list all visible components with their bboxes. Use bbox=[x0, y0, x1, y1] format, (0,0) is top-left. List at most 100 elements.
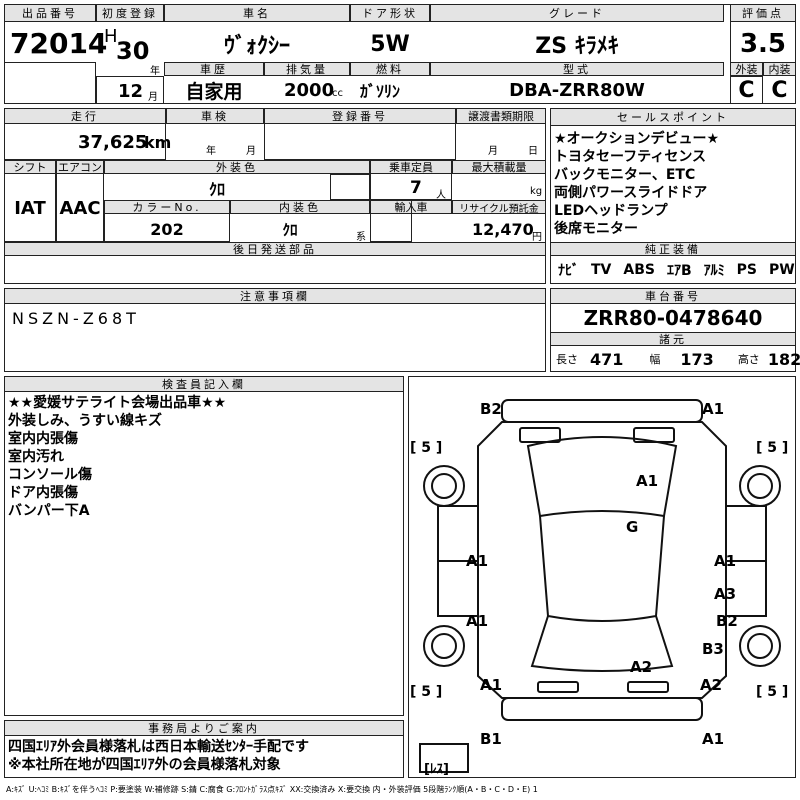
left-headlight bbox=[519, 427, 561, 443]
history-label: 車歴 bbox=[164, 62, 264, 76]
mileage-cell bbox=[4, 108, 166, 160]
equipment-item: ﾅﾋﾞ bbox=[558, 263, 579, 279]
max-load-label: 最大積載量 bbox=[452, 160, 546, 174]
notes-label: 注意事項欄 bbox=[4, 288, 546, 304]
registration-month: 12 bbox=[118, 80, 144, 102]
fuel: ｶﾞｿﾘﾝ bbox=[360, 82, 401, 101]
transfer-month-unit: 月 bbox=[488, 146, 498, 157]
shift: IAT bbox=[14, 197, 46, 219]
office-line: ※本社所在地が四国ｴﾘｱ外の会員様落札対象 bbox=[8, 757, 281, 773]
inspector-line: 室内汚れ bbox=[8, 449, 64, 465]
equipment-item: ABS bbox=[623, 262, 655, 278]
tire-depth-front-right: [ 5 ] bbox=[756, 440, 789, 456]
transfer-day-unit: 日 bbox=[528, 146, 538, 157]
width-label: 幅 bbox=[649, 353, 661, 366]
inspector-label: 検査員記入欄 bbox=[4, 376, 404, 392]
rear-right-wheel bbox=[739, 625, 781, 667]
model-label: 型式 bbox=[430, 62, 724, 76]
rear-left-wheel-hub bbox=[431, 633, 457, 659]
damage-mark: A1 bbox=[480, 676, 503, 694]
inspector-line: ドア内張傷 bbox=[8, 485, 78, 501]
sales-point: ★オークションデビュー★ bbox=[554, 131, 720, 147]
grade: ZS ｷﾗﾒｷ bbox=[535, 34, 619, 59]
equipment-item: ｴｱB bbox=[666, 263, 692, 279]
damage-mark: A1 bbox=[636, 472, 659, 490]
equipment-item: TV bbox=[591, 262, 612, 278]
model: DBA-ZRR80W bbox=[509, 79, 645, 101]
capacity-label: 乗車定員 bbox=[370, 160, 452, 174]
office-label: 事務局よりご案内 bbox=[4, 720, 404, 736]
inspector-line: コンソール傷 bbox=[8, 467, 92, 483]
damage-mark: A1 bbox=[714, 552, 737, 570]
shift-label: シフト bbox=[4, 160, 56, 174]
aircon: AAC bbox=[59, 197, 101, 219]
exterior-color: ｸﾛ bbox=[208, 180, 225, 199]
inspector-line: 室内内張傷 bbox=[8, 431, 78, 447]
cc-unit: cc bbox=[332, 88, 343, 99]
mileage-unit: km bbox=[144, 132, 172, 152]
exterior-label: 外装 bbox=[730, 62, 763, 76]
equipment-item: PW bbox=[769, 262, 795, 278]
car-diagram-block bbox=[408, 376, 796, 778]
damage-mark: A3 bbox=[714, 585, 737, 603]
length-value: 471 bbox=[590, 349, 624, 369]
front-right-wheel bbox=[739, 465, 781, 507]
damage-mark: A1 bbox=[702, 400, 725, 418]
fuel-label: 燃料 bbox=[350, 62, 430, 76]
front-left-wheel-hub bbox=[431, 473, 457, 499]
later-parts-label: 後日発送部品 bbox=[4, 242, 546, 256]
score-column bbox=[730, 4, 796, 104]
sales-points-list: ★オークションデビュー★ トヨタセーフティセンス バックモニター、ETC 両側パ… bbox=[554, 130, 719, 238]
exterior-color-cell bbox=[330, 174, 370, 200]
damage-mark: A1 bbox=[466, 552, 489, 570]
interior-color-unit: 系 bbox=[356, 232, 366, 243]
mileage: 37,625 bbox=[78, 131, 148, 153]
exterior-grade-cell bbox=[730, 76, 763, 104]
damage-mark: A2 bbox=[630, 658, 653, 676]
displacement: 2000 bbox=[284, 79, 335, 101]
registration-year: 30 bbox=[116, 37, 150, 65]
month-unit: 月 bbox=[148, 92, 158, 103]
color-number-label: カラーNo. bbox=[104, 200, 230, 214]
length-label: 長さ bbox=[556, 353, 578, 366]
damage-mark: B1 bbox=[480, 730, 502, 748]
equipment-list: ﾅﾋﾞ TV ABS ｴｱB ｱﾙﾐ PS PW bbox=[558, 258, 795, 282]
registration-month-cell bbox=[96, 76, 164, 104]
capacity-unit: 人 bbox=[436, 190, 446, 201]
transfer-deadline-label: 譲渡書類期限 bbox=[456, 108, 546, 124]
rear-right-wheel-hub bbox=[747, 633, 773, 659]
inspection-month-unit: 月 bbox=[246, 146, 256, 157]
capacity-cell bbox=[370, 160, 452, 200]
lot-number: 72014 bbox=[10, 26, 108, 60]
sales-point: バックモニター、ETC bbox=[554, 167, 696, 183]
rear-left-wheel bbox=[423, 625, 465, 667]
interior-grade: C bbox=[771, 77, 788, 103]
door-label: ドア形状 bbox=[350, 4, 430, 22]
interior-label: 内装 bbox=[763, 62, 796, 76]
tire-depth-front-left: [ 5 ] bbox=[410, 440, 443, 456]
damage-mark: A2 bbox=[700, 676, 723, 694]
front-bumper-outline bbox=[501, 399, 703, 423]
grade-label: グレード bbox=[430, 4, 724, 22]
chassis-label: 車台番号 bbox=[550, 288, 796, 304]
registration-number-cell bbox=[264, 108, 456, 160]
inspector-comments: ★★愛媛サテライト会場出品車★★ 外装しみ、うすい線キズ 室内内張傷 室内汚れ … bbox=[8, 394, 226, 520]
sales-point: 両側パワースライドドア bbox=[554, 185, 708, 201]
recycle-fee-label: リサイクル預託金 bbox=[452, 200, 546, 215]
legend: A:ｷｽﾞ U:ﾍｺﾐ B:ｷｽﾞを伴うﾍｺﾐ P:要塗装 W:補修跡 S:錆 … bbox=[6, 784, 538, 794]
equipment-item: ｱﾙﾐ bbox=[703, 263, 725, 279]
door-type: 5W bbox=[370, 31, 410, 57]
right-headlight bbox=[633, 427, 675, 443]
windshield-outline bbox=[526, 436, 678, 518]
car-diagram bbox=[419, 399, 781, 773]
interior-color-label: 内装色 bbox=[230, 200, 370, 214]
car-name-label: 車名 bbox=[164, 4, 350, 22]
damage-mark: B3 bbox=[702, 640, 724, 658]
aircon-cell bbox=[56, 160, 104, 242]
inspector-line: 外装しみ、うすい線キズ bbox=[8, 413, 162, 429]
color-number: 202 bbox=[150, 219, 184, 239]
interior-color: ｸﾛ bbox=[282, 220, 298, 239]
right-taillight bbox=[627, 681, 669, 693]
import-cell bbox=[370, 200, 412, 242]
year-unit: 年 bbox=[150, 66, 160, 77]
